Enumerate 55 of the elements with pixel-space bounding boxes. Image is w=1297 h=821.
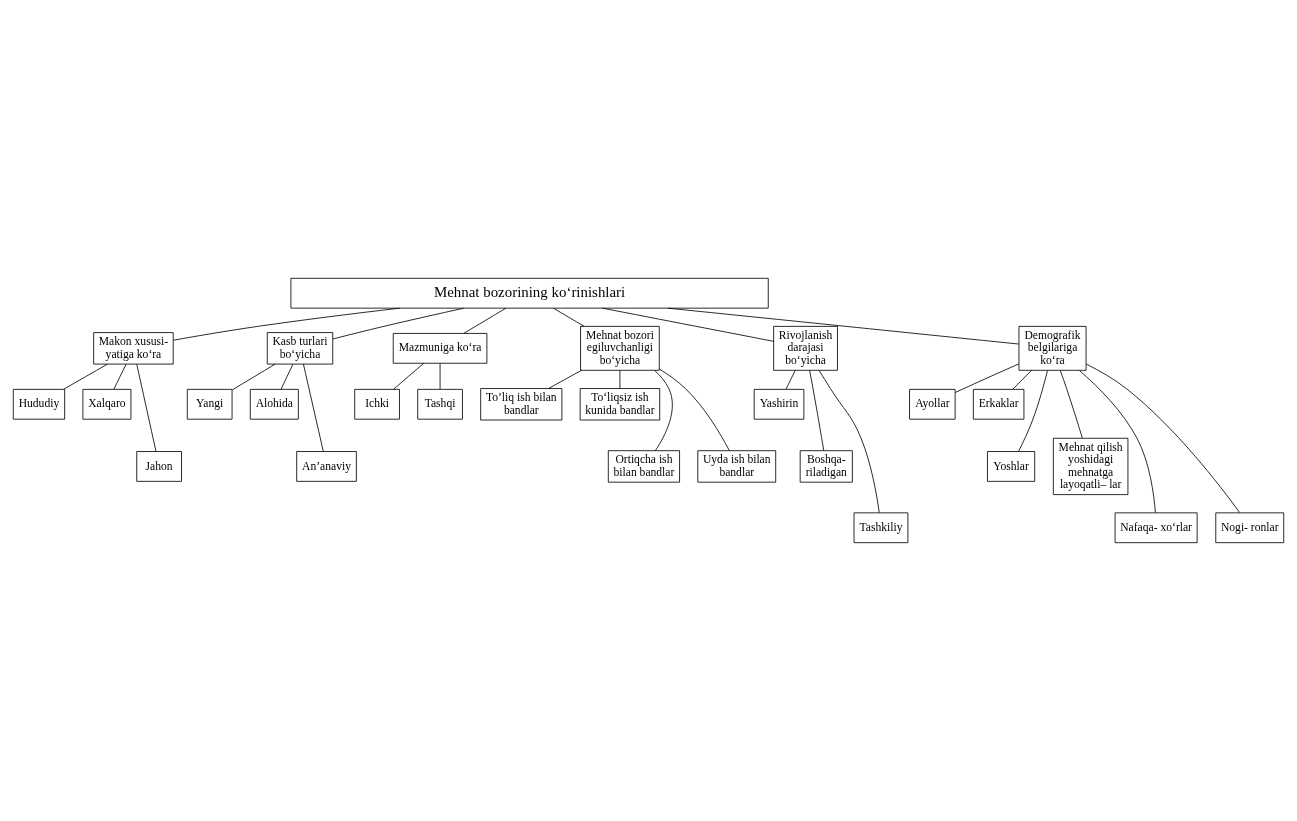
connector (1079, 370, 1156, 514)
connector (332, 307, 465, 340)
connector (548, 369, 582, 389)
connector (602, 307, 774, 342)
node-box: Ichki (354, 388, 400, 420)
node-box: To‘liqsiz ish kunida bandlar (579, 388, 661, 421)
node-box: Kasb turlari bo‘yicha (266, 332, 334, 365)
connector (393, 363, 424, 390)
connector (1012, 369, 1032, 390)
connector (654, 370, 673, 452)
connector (1085, 363, 1240, 513)
connector (303, 363, 324, 452)
connector (439, 363, 441, 390)
node-box: Rivojlanish darajasi bo‘yicha (773, 325, 838, 371)
connector (136, 363, 157, 452)
connector (619, 369, 621, 389)
node-box: An’anaviy (296, 451, 357, 482)
connector (818, 370, 880, 514)
connector (1018, 370, 1048, 452)
node-box: To’liq ish bilan bandlar (480, 388, 563, 421)
connector (63, 363, 108, 390)
node-box: Yoshlar (987, 451, 1036, 482)
node-box: Mazmuniga ko‘ra (392, 333, 488, 364)
node-box: Alohida (249, 388, 299, 420)
node-box: Xalqaro (82, 388, 132, 420)
connector (667, 307, 1020, 345)
connector (463, 307, 507, 334)
node-box: Tashqi (417, 388, 463, 420)
node-box: Uyda ish bilan bandlar (697, 450, 777, 483)
node-box: Mehnat bozorining ko‘rinishlari (290, 277, 769, 309)
connector (231, 363, 276, 391)
connector (553, 307, 585, 327)
node-box: Yashirin (753, 388, 805, 420)
connector (785, 369, 796, 390)
connector (280, 363, 294, 390)
node-box: Mehnat qilish yoshidagi mehnatga layoqatli– lar (1052, 437, 1129, 496)
node-box: Ayollar (909, 388, 956, 420)
node-box: Yangi (186, 388, 233, 420)
connector (172, 307, 401, 341)
node-box: Hududiy (12, 388, 66, 420)
node-box: Ortiqcha ish bilan bandlar (607, 450, 680, 483)
node-box: Boshqa- riladigan (799, 450, 853, 483)
connector (809, 370, 825, 451)
node-box: Demografik belgilariga ko‘ra (1018, 325, 1087, 371)
connector (1059, 369, 1083, 439)
node-box: Makon xususi- yatiga ko‘ra (93, 332, 174, 365)
node-box: Mehnat bozori egiluvchanligi bo‘yicha (580, 325, 660, 371)
connector (658, 368, 730, 451)
node-box: Nogi- ronlar (1215, 512, 1285, 544)
connector (113, 363, 127, 390)
node-box: Erkaklar (972, 388, 1025, 420)
connector (954, 363, 1020, 393)
node-box: Tashkiliy (853, 512, 909, 544)
node-box: Jahon (136, 451, 182, 482)
node-box: Nafaqa- xo‘rlar (1114, 512, 1198, 544)
